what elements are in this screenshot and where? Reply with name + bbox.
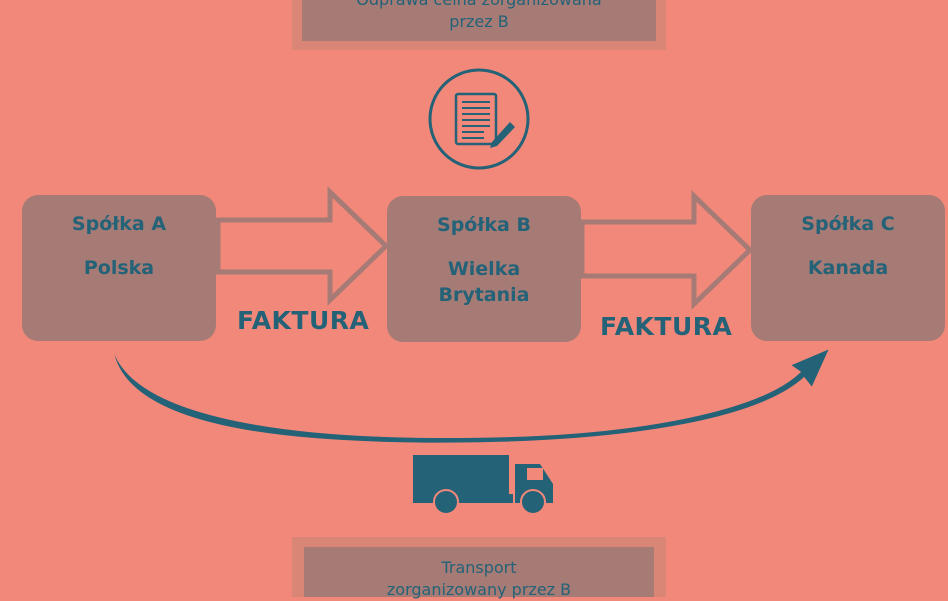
company-a-name: Spółka A <box>71 213 167 235</box>
company-c-country: Kanada <box>807 257 889 279</box>
document-sign-icon <box>428 68 530 170</box>
invoice-arrow-b-c <box>579 190 754 310</box>
company-c-name: Spółka C <box>801 213 895 235</box>
company-b-country: Wielka Brytania <box>438 258 530 306</box>
truck-icon <box>413 455 553 515</box>
transport-note-line2: zorganizowany przez B <box>386 580 572 599</box>
customs-note-line1: Odprawa celna zorganizowana <box>302 0 656 11</box>
transport-note: Transport zorganizowany przez B <box>304 547 654 599</box>
invoice-arrow-a-b <box>215 186 390 306</box>
transport-note-line1: Transport <box>441 558 517 577</box>
customs-note: Odprawa celna zorganizowana przez B <box>302 0 656 41</box>
customs-note-line2: przez B <box>449 12 509 31</box>
company-b-name: Spółka B <box>437 214 531 236</box>
invoice-label-a-b: FAKTURA <box>237 306 370 335</box>
company-a-box: Spółka A Polska <box>22 195 216 341</box>
company-c-box: Spółka C Kanada <box>751 195 945 341</box>
transport-curve-arrow <box>111 344 832 445</box>
company-b-box: Spółka B Wielka Brytania <box>387 196 581 342</box>
company-a-country: Polska <box>83 257 155 279</box>
invoice-label-b-c: FAKTURA <box>600 312 733 341</box>
